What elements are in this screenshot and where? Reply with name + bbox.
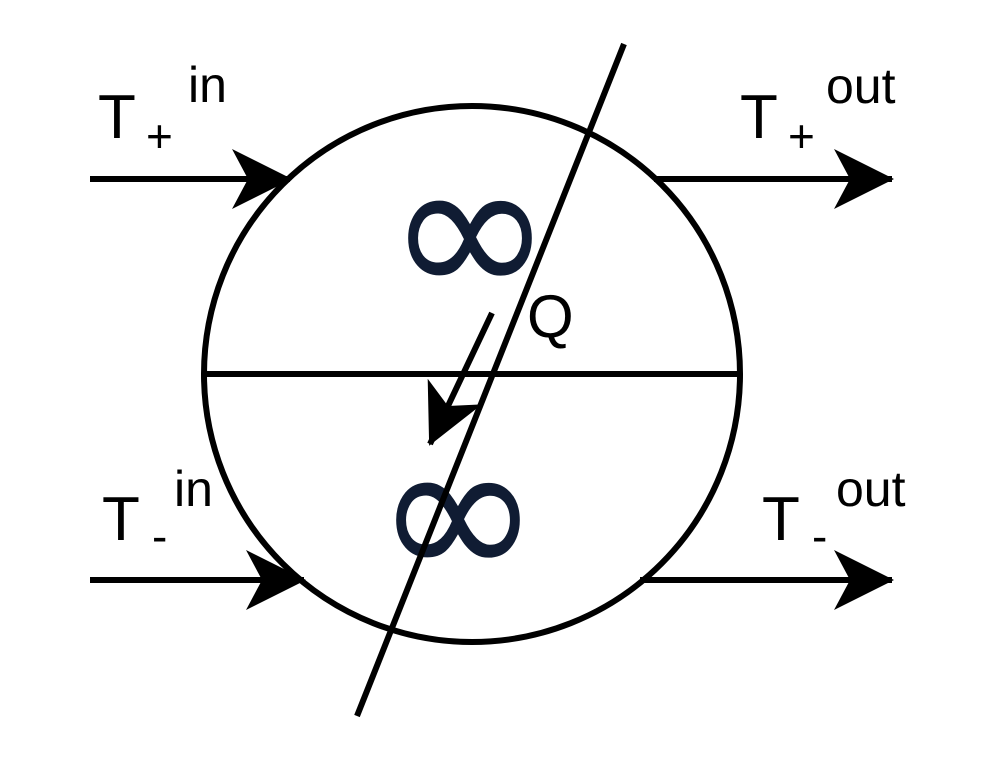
label-t-minus-in-sub: - [152, 510, 167, 562]
label-t-plus-in: T + in [98, 57, 227, 162]
label-t-minus-out-base: T [762, 485, 800, 554]
lower-infinity-symbol: ∞ [375, 395, 542, 628]
label-t-plus-in-sup: in [188, 57, 227, 113]
label-t-minus-out-sub: - [812, 510, 827, 562]
label-t-plus-out-sup: out [826, 58, 896, 114]
label-t-minus-out: T - out [762, 461, 906, 562]
label-t-plus-out: T + out [740, 58, 896, 162]
label-t-plus-in-base: T [98, 83, 136, 152]
diagonal-line [354, 42, 627, 718]
upper-infinity-symbol: ∞ [387, 113, 554, 346]
label-t-minus-out-sup: out [836, 461, 906, 517]
label-t-minus-in-base: T [102, 485, 140, 554]
label-t-minus-in-sup: in [174, 461, 213, 517]
label-t-minus-in: T - in [102, 461, 213, 562]
label-t-plus-out-base: T [740, 83, 778, 152]
label-t-plus-in-sub: + [146, 110, 173, 162]
label-t-plus-out-sub: + [788, 110, 815, 162]
heat-flow-arrow [427, 311, 495, 446]
heat-label: Q [527, 283, 574, 350]
